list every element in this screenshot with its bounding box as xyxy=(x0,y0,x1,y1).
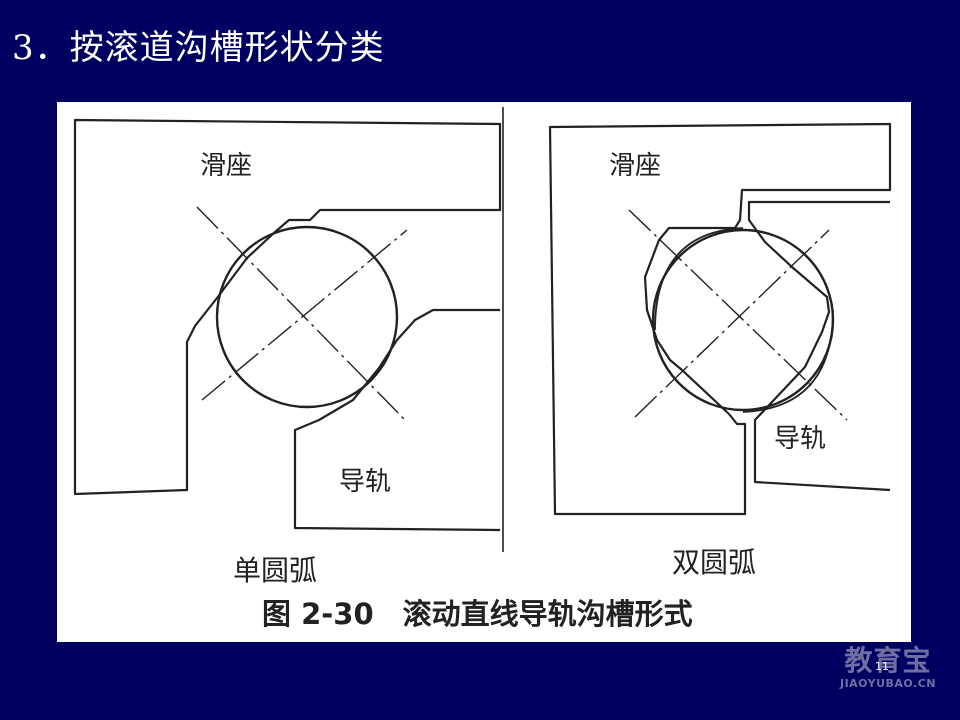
left-caption: 单圆弧 xyxy=(233,554,317,587)
left-rail-label: 导轨 xyxy=(339,467,391,497)
left-rail-outline xyxy=(293,308,501,532)
right-axis-line-b xyxy=(634,229,830,418)
groove-diagram: 滑座 导轨 单圆弧 滑座 导轨 双圆弧 图 2-30 滚动直线导轨沟槽形式 xyxy=(73,107,892,631)
right-rail-label: 导轨 xyxy=(774,424,826,454)
slide-title: 3．按滚道沟槽形状分类 xyxy=(12,28,385,68)
right-slide-outline xyxy=(548,122,892,516)
right-slide-label: 滑座 xyxy=(609,151,661,181)
watermark-logo: 教育宝 JIAOYUBAO.CN xyxy=(828,645,948,695)
right-arc-upper-left xyxy=(654,227,744,331)
right-axis-line-a xyxy=(628,209,848,421)
single-arc-diagram xyxy=(73,107,504,552)
page-number: 11 xyxy=(875,660,889,673)
left-axis-line-a xyxy=(196,206,406,421)
groove-diagram-figure: 滑座 导轨 单圆弧 滑座 导轨 双圆弧 图 2-30 滚动直线导轨沟槽形式 xyxy=(57,102,911,642)
watermark-main: 教育宝 xyxy=(844,644,932,677)
left-slide-outline xyxy=(73,118,502,496)
left-axis-line-b xyxy=(201,229,408,401)
right-rail-outline xyxy=(747,200,891,492)
figure-caption: 图 2-30 滚动直线导轨沟槽形式 xyxy=(262,597,693,631)
left-ball xyxy=(215,225,399,409)
watermark-sub: JIAOYUBAO.CN xyxy=(839,677,937,690)
right-caption: 双圆弧 xyxy=(672,546,756,579)
double-arc-diagram xyxy=(548,122,892,516)
left-slide-label: 滑座 xyxy=(200,151,252,181)
